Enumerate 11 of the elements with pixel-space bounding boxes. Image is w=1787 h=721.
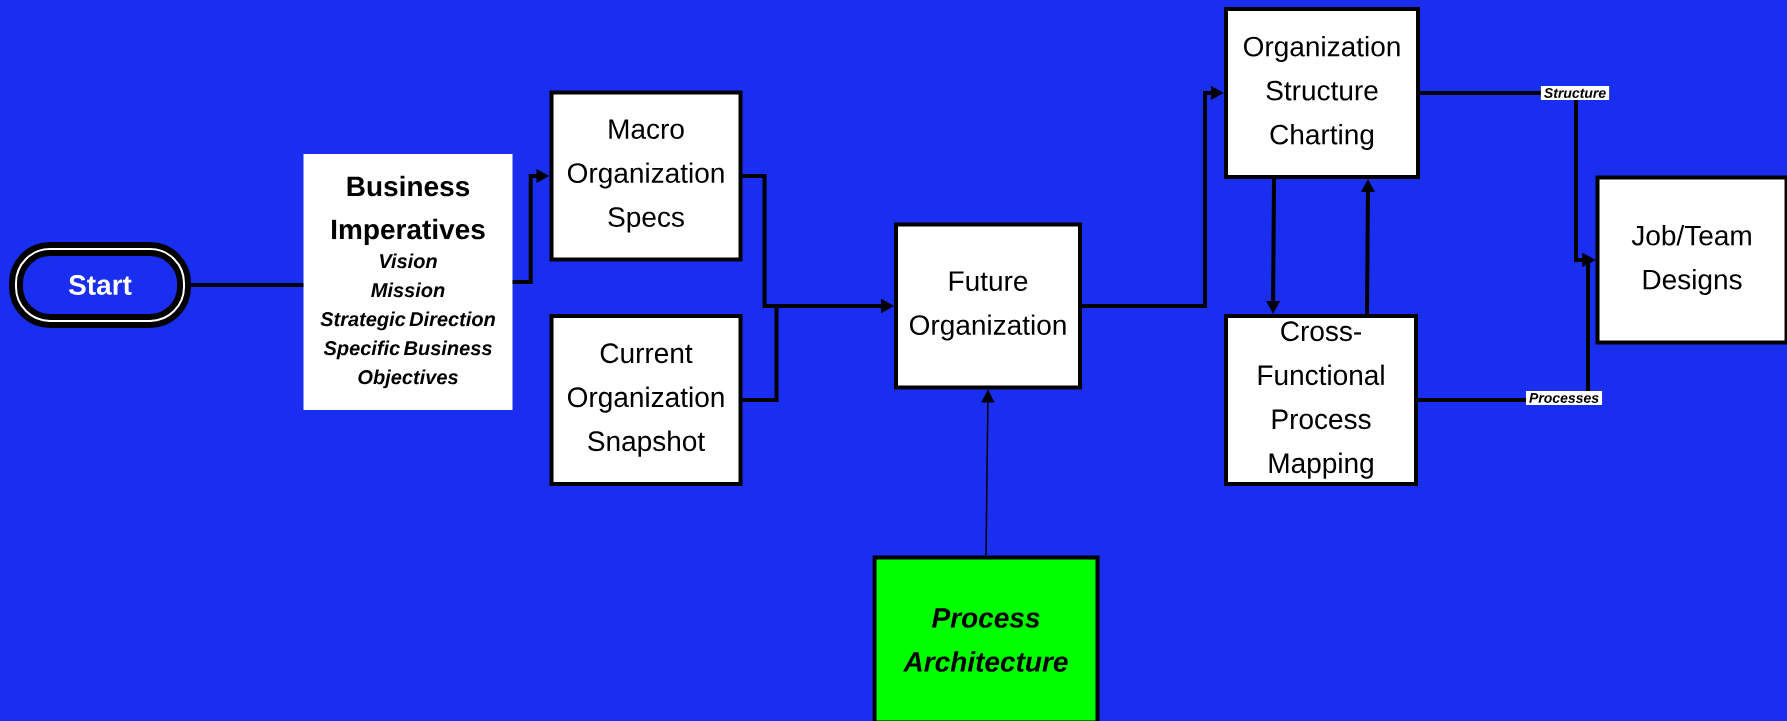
process-box: Cross-Functional Process Mapping (1224, 314, 1418, 486)
process-box: Job/Team Designs (1595, 175, 1787, 345)
process-box: Process Architecture (872, 555, 1100, 721)
process-box: Organization Structure Charting (1224, 7, 1420, 179)
objectives-box: Business Imperatives Vision Mission Strategic Direction Specific Business Objectives (303, 154, 513, 410)
process-box: Macro Organization Specs (549, 90, 743, 262)
process-box: Current Organization Snapshot (549, 314, 743, 486)
edge-label: Processes (1526, 391, 1603, 405)
process-box: Future Organization (894, 222, 1082, 390)
start-terminal: Start (9, 242, 191, 328)
edge-label: Structure (1540, 86, 1610, 100)
